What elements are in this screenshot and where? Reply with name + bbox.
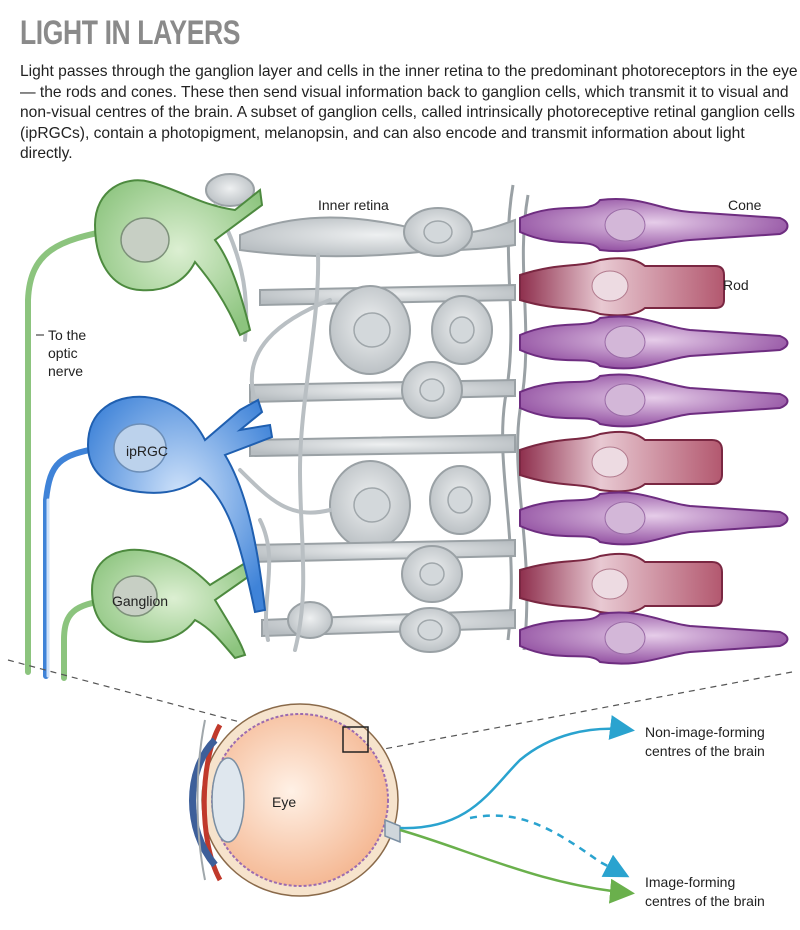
optic-nerve-label-1: To the <box>48 327 86 343</box>
non-image-label-1: Non-image-forming <box>645 724 765 740</box>
brain-pathways <box>399 715 635 904</box>
ganglion-label: Ganglion <box>112 593 168 609</box>
page-title: LIGHT IN LAYERS <box>20 14 241 52</box>
image-pathway <box>399 828 635 904</box>
rod-3 <box>519 552 723 615</box>
cone-2 <box>519 315 789 370</box>
cone-label: Cone <box>728 197 762 213</box>
ganglion-cell-top <box>93 179 264 337</box>
rod-2 <box>519 430 723 493</box>
intro-paragraph: Light passes through the ganglion layer … <box>20 63 798 162</box>
zoom-box <box>342 726 369 753</box>
photoreceptors <box>519 198 789 665</box>
inner-retina-cells <box>205 173 516 653</box>
cone-3 <box>519 373 789 428</box>
inner-retina-label: Inner retina <box>318 197 389 213</box>
image-pathway-dashed <box>469 814 630 878</box>
iprgc-cell <box>86 395 274 614</box>
image-label-1: Image-forming <box>645 874 735 890</box>
eye-illustration <box>189 703 401 897</box>
optic-nerve-label-3: nerve <box>48 363 83 379</box>
optic-nerve-label-2: optic <box>48 345 78 361</box>
inner-retina-nuclei <box>353 220 475 641</box>
image-label-2: centres of the brain <box>645 893 765 909</box>
iprgc-label: ipRGC <box>126 443 168 459</box>
ganglion-cell-bottom <box>90 548 257 660</box>
zoom-lines <box>7 659 793 753</box>
rod-1 <box>519 257 725 317</box>
cone-5 <box>519 611 789 665</box>
cone-1 <box>519 198 789 253</box>
eye-label: Eye <box>272 794 296 810</box>
rod-label: Rod <box>723 277 749 293</box>
cone-4 <box>519 491 789 546</box>
non-image-pathway <box>399 715 635 830</box>
non-image-label-2: centres of the brain <box>645 743 765 759</box>
